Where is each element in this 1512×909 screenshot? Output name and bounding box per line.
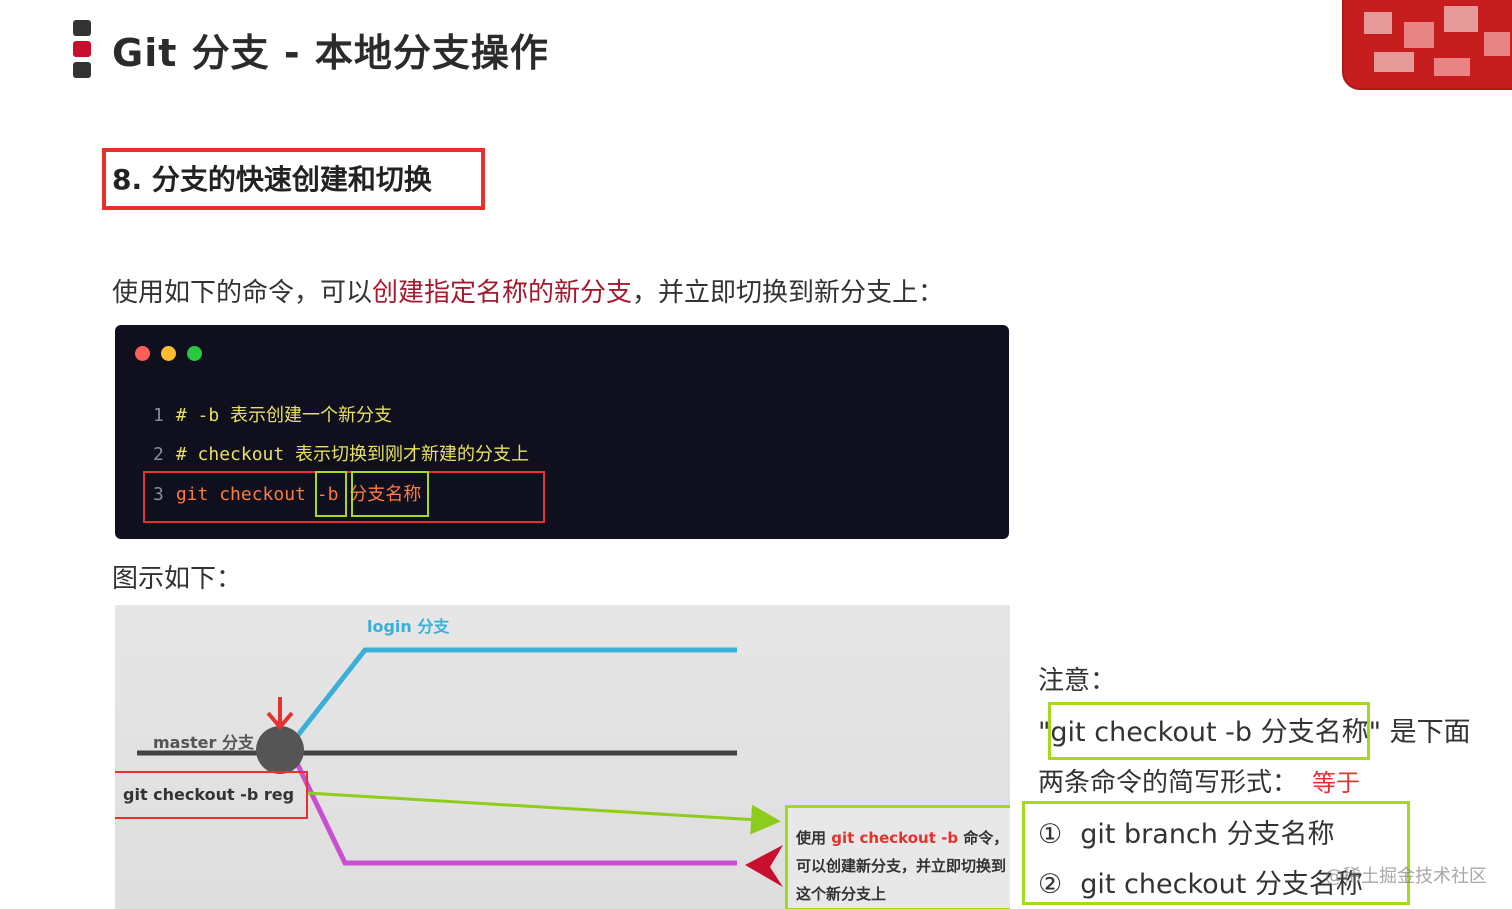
note-line: 两条命令的简写形式： 等于 [1038,762,1360,799]
note-line2-text: 两条命令的简写形式： [1038,768,1299,798]
note-line: "git checkout -b 分支名称" 是下面 [1038,710,1471,749]
note-item-text: git branch 分支名称 [1080,819,1335,850]
note-heading: 注意： [1038,666,1117,696]
code-command: git checkout [175,484,306,505]
note-quote-close: " 是下面 [1368,717,1471,748]
watermark: @稀土掘金技术社区 [1325,866,1487,887]
code-line: 3 git checkout -b 分支名称 [153,480,421,506]
note-command-highlight [1048,702,1370,760]
code-argument: 分支名称 [349,484,422,505]
note-equal-word: 等于 [1312,769,1361,797]
callout-prefix: 使用 [796,829,832,847]
note-command: git checkout -b 分支名称 [1050,717,1369,748]
page-title: Git 分支 - 本地分支操作 [112,31,549,75]
code-comment: # checkout 表示切换到刚才新建的分支上 [175,444,530,465]
branch-diagram-svg [137,647,783,887]
line-number: 1 [153,405,164,426]
code-block: 1 # -b 表示创建一个新分支 2 # checkout 表示切换到刚才新建的分支… [115,325,1009,539]
reg-branch-line [292,757,737,866]
code-comment: # -b 表示创建一个新分支 [175,405,393,426]
callout-pointer-icon [745,845,783,887]
description-text-end: ，并立即切换到新分支上： [632,278,945,308]
code-line: 2 # checkout 表示切换到刚才新建的分支上 [153,440,529,466]
note-item: ② git checkout 分支名称 [1038,862,1363,901]
flag-highlight-box [315,471,347,517]
callout-command: git checkout -b [831,829,959,847]
argument-highlight-box [351,471,429,517]
description-highlight: 创建指定名称的新分支 [372,278,633,308]
code-line: 1 # -b 表示创建一个新分支 [153,401,392,427]
login-branch-line [293,647,737,741]
master-branch-label: master 分支 [153,733,254,752]
callout-box: 使用 git checkout -b 命令，可以创建新分支，并立即切换到这个新分… [785,805,1010,909]
checkout-label-highlight [115,771,308,819]
branch-diagram: login 分支 master 分支 git checkout -b reg 使… [115,605,1010,909]
description: 使用如下的命令，可以创建指定名称的新分支，并立即切换到新分支上： [112,272,944,309]
window-close-dot-icon [135,346,150,361]
note-list-highlight [1022,801,1410,905]
window-minimize-dot-icon [161,346,176,361]
window-maximize-dot-icon [187,346,202,361]
title-marker-icon [73,20,93,78]
line-number: 2 [153,444,164,465]
callout-text: 使用 git checkout -b 命令，可以创建新分支，并立即切换到这个新分… [796,824,1010,908]
diagram-caption: 图示如下： [112,564,243,594]
code-flag: -b [316,484,339,505]
note-item-text: git checkout 分支名称 [1080,869,1363,900]
note-item: ① git branch 分支名称 [1038,812,1334,851]
down-arrow-icon [266,697,294,731]
checkout-command-label: git checkout -b reg [123,785,295,804]
section-heading-highlight [102,148,485,210]
note-item-number: ② [1038,869,1063,900]
note-quote-open: " [1038,717,1051,748]
commit-node [256,726,304,774]
description-text: 使用如下的命令，可以 [112,278,373,308]
note-item-number: ① [1038,819,1063,850]
callout-arrow [306,791,781,835]
logo-badge [1342,0,1512,90]
login-branch-label: login 分支 [367,617,450,636]
section-title: 8. 分支的快速创建和切换 [112,163,432,196]
line-number: 3 [153,484,164,505]
callout-suffix: 命令，可以创建新分支，并立即切换到这个新分支上 [796,829,1009,903]
